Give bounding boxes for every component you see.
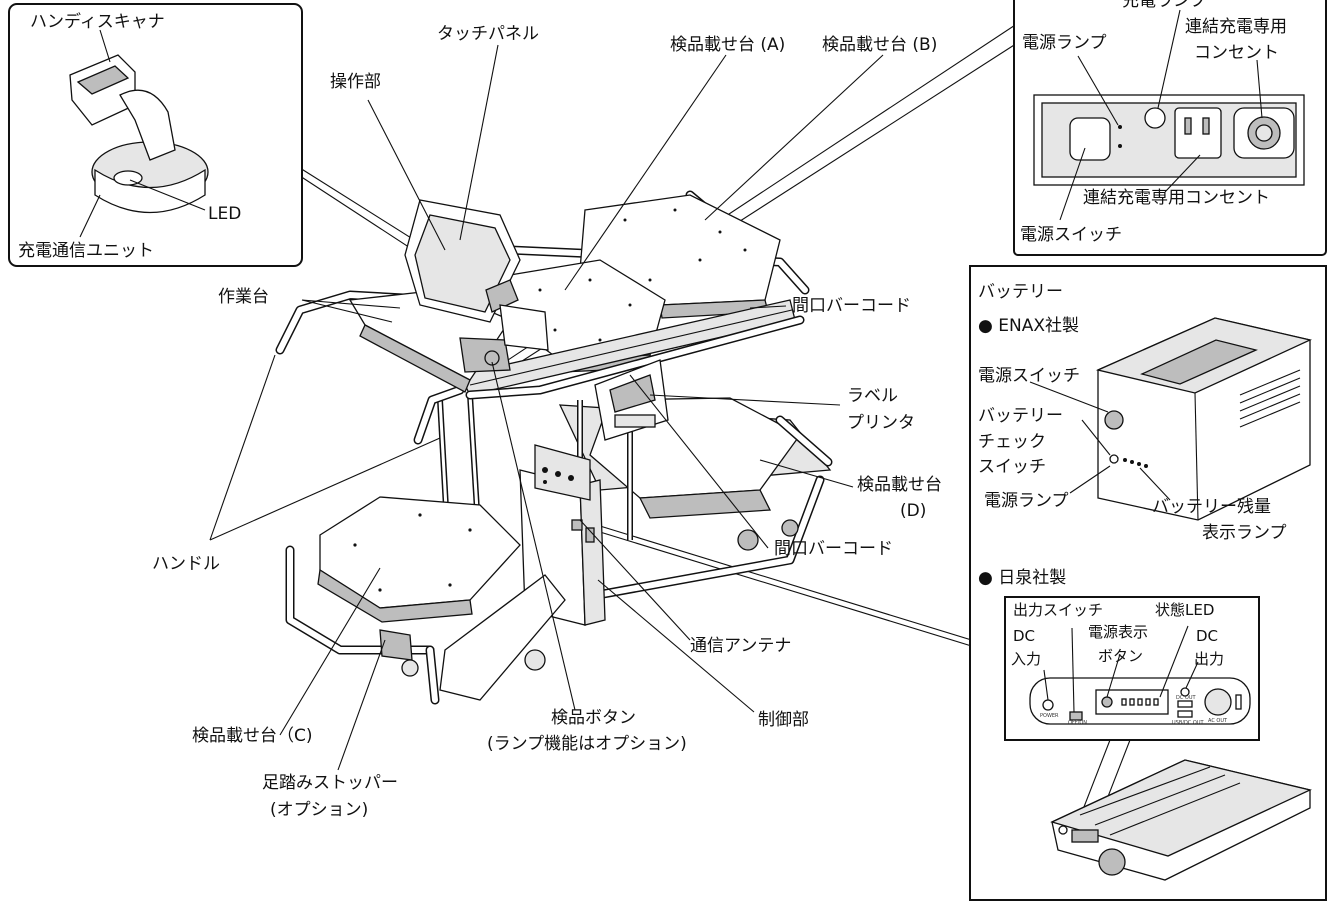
label-handy-scanner: ハンディスキャナ xyxy=(30,11,165,32)
nissen-output-switch xyxy=(1069,711,1083,721)
label-remaining-2: 表示ランプ xyxy=(1202,523,1287,543)
label-table-b: 検品載せ台 (B) xyxy=(822,35,937,55)
nissen-dc-input-port xyxy=(1042,699,1054,711)
label-dc-in-2: 入力 xyxy=(1011,650,1041,668)
inset-power-panel: 充電ランプ 電源ランプ 連結充電専用 コンセント 連結充電専用コンセント 電源ス… xyxy=(1013,0,1327,256)
enax-vent-slots xyxy=(1239,369,1301,428)
nissen-status-leds xyxy=(1121,698,1159,706)
nissen-power-display-button xyxy=(1101,696,1113,708)
nissen-dc-output-port xyxy=(1180,687,1190,697)
label-enax-power-switch: 電源スイッチ xyxy=(978,366,1080,386)
label-status-led: 状態LED xyxy=(1155,601,1214,619)
label-table-d-2: (D) xyxy=(900,501,926,521)
label-charge-lamp: 充電ランプ xyxy=(1122,0,1207,11)
front-bumper xyxy=(439,574,566,701)
svg-text:USB/DC OUT: USB/DC OUT xyxy=(1172,720,1204,726)
label-inspect-button-1: 検品ボタン xyxy=(551,708,636,728)
label-link-outlet-top-2: コンセント xyxy=(1194,43,1279,63)
caster-wheel-right xyxy=(524,649,546,671)
inspect-button xyxy=(484,350,500,366)
label-led: LED xyxy=(208,204,241,224)
handy-scanner-grip xyxy=(119,89,176,161)
label-inspect-button-2: (ランプ機能はオプション) xyxy=(487,734,687,754)
cart-illustration xyxy=(275,190,833,705)
svg-text:POWER: POWER xyxy=(1040,713,1059,719)
panel-power-lamp xyxy=(1118,125,1122,129)
label-enax-power-lamp: 電源ランプ xyxy=(984,491,1069,511)
label-check-1: バッテリー xyxy=(978,406,1063,426)
label-check-2: チェック xyxy=(978,432,1046,452)
label-operation-unit: 操作部 xyxy=(330,72,381,92)
label-frontage-barcode-mid: 間口バーコード xyxy=(774,539,893,559)
label-label-printer-2: プリンタ xyxy=(847,413,915,433)
label-touch-panel: タッチパネル xyxy=(437,24,539,44)
label-check-3: スイッチ xyxy=(978,457,1046,477)
label-work-table: 作業台 xyxy=(218,287,269,307)
label-remaining-1: バッテリー残量 xyxy=(1152,497,1271,517)
label-frontage-barcode-top: 間口バーコード xyxy=(792,296,911,316)
label-table-a: 検品載せ台 (A) xyxy=(670,35,785,55)
label-foot-stopper-2: (オプション) xyxy=(270,800,368,820)
foot-stopper-pedal xyxy=(379,629,413,661)
label-dc-in-1: DC xyxy=(1013,627,1035,645)
panel-power-switch xyxy=(1069,117,1111,161)
label-dc-out-1: DC xyxy=(1196,627,1218,645)
label-power-display-1: 電源表示 xyxy=(1088,623,1148,641)
label-table-d-1: 検品載せ台 xyxy=(857,475,942,495)
main-leader-lines xyxy=(209,44,884,771)
main-labels: タッチパネル 操作部 検品載せ台 (A) 検品載せ台 (B) 作業台 間口バーコ… xyxy=(152,24,942,820)
svg-text:OFF/ON: OFF/ON xyxy=(1068,720,1087,726)
label-link-outlet-top-1: 連結充電専用 xyxy=(1185,17,1287,37)
label-table-c: 検品載せ台（C) xyxy=(192,726,313,746)
label-link-outlet-bottom: 連結充電専用コンセント xyxy=(1083,188,1270,208)
antenna-module xyxy=(571,519,583,531)
label-charge-unit: 充電通信ユニット xyxy=(18,241,154,261)
handy-scanner-on-cart xyxy=(485,279,519,313)
battery-nissen-heading: ● 日泉社製 xyxy=(978,568,1066,588)
nissen-ac-outlet xyxy=(1204,688,1232,716)
label-antenna: 通信アンテナ xyxy=(690,636,791,656)
label-label-printer-1: ラベル xyxy=(847,386,898,406)
inset-handy-scanner: ハンディスキャナ LED 充電通信ユニット xyxy=(8,3,303,267)
label-output-switch: 出力スイッチ xyxy=(1013,601,1103,619)
nissen-body-outlet xyxy=(1098,848,1126,876)
label-foot-stopper-1: 足踏みストッパー xyxy=(262,773,398,793)
enax-battery-handle xyxy=(1140,339,1258,385)
label-handle: ハンドル xyxy=(152,554,220,574)
inset-battery: バッテリー ● ENAX社製 電源スイッチ バッテリー チェック スイッチ 電源… xyxy=(969,265,1327,901)
label-power-display-2: ボタン xyxy=(1098,647,1143,665)
caster-wheel-front xyxy=(401,659,419,677)
battery-title: バッテリー xyxy=(978,282,1063,302)
svg-text:DC OUT: DC OUT xyxy=(1176,695,1197,701)
label-panel-power-switch: 電源スイッチ xyxy=(1020,225,1122,245)
battery-enax-heading: ● ENAX社製 xyxy=(978,316,1079,336)
label-power-lamp: 電源ランプ xyxy=(1022,33,1107,53)
enax-power-lamp xyxy=(1109,454,1119,464)
panel-link-outlet-1 xyxy=(1174,107,1222,159)
label-control-unit: 制御部 xyxy=(758,710,809,730)
label-dc-out-2: 出力 xyxy=(1194,650,1224,668)
svg-text:AC OUT: AC OUT xyxy=(1208,718,1228,724)
panel-charge-lamp xyxy=(1144,107,1166,129)
enax-power-switch xyxy=(1104,410,1124,430)
touch-panel-screen xyxy=(414,214,511,313)
